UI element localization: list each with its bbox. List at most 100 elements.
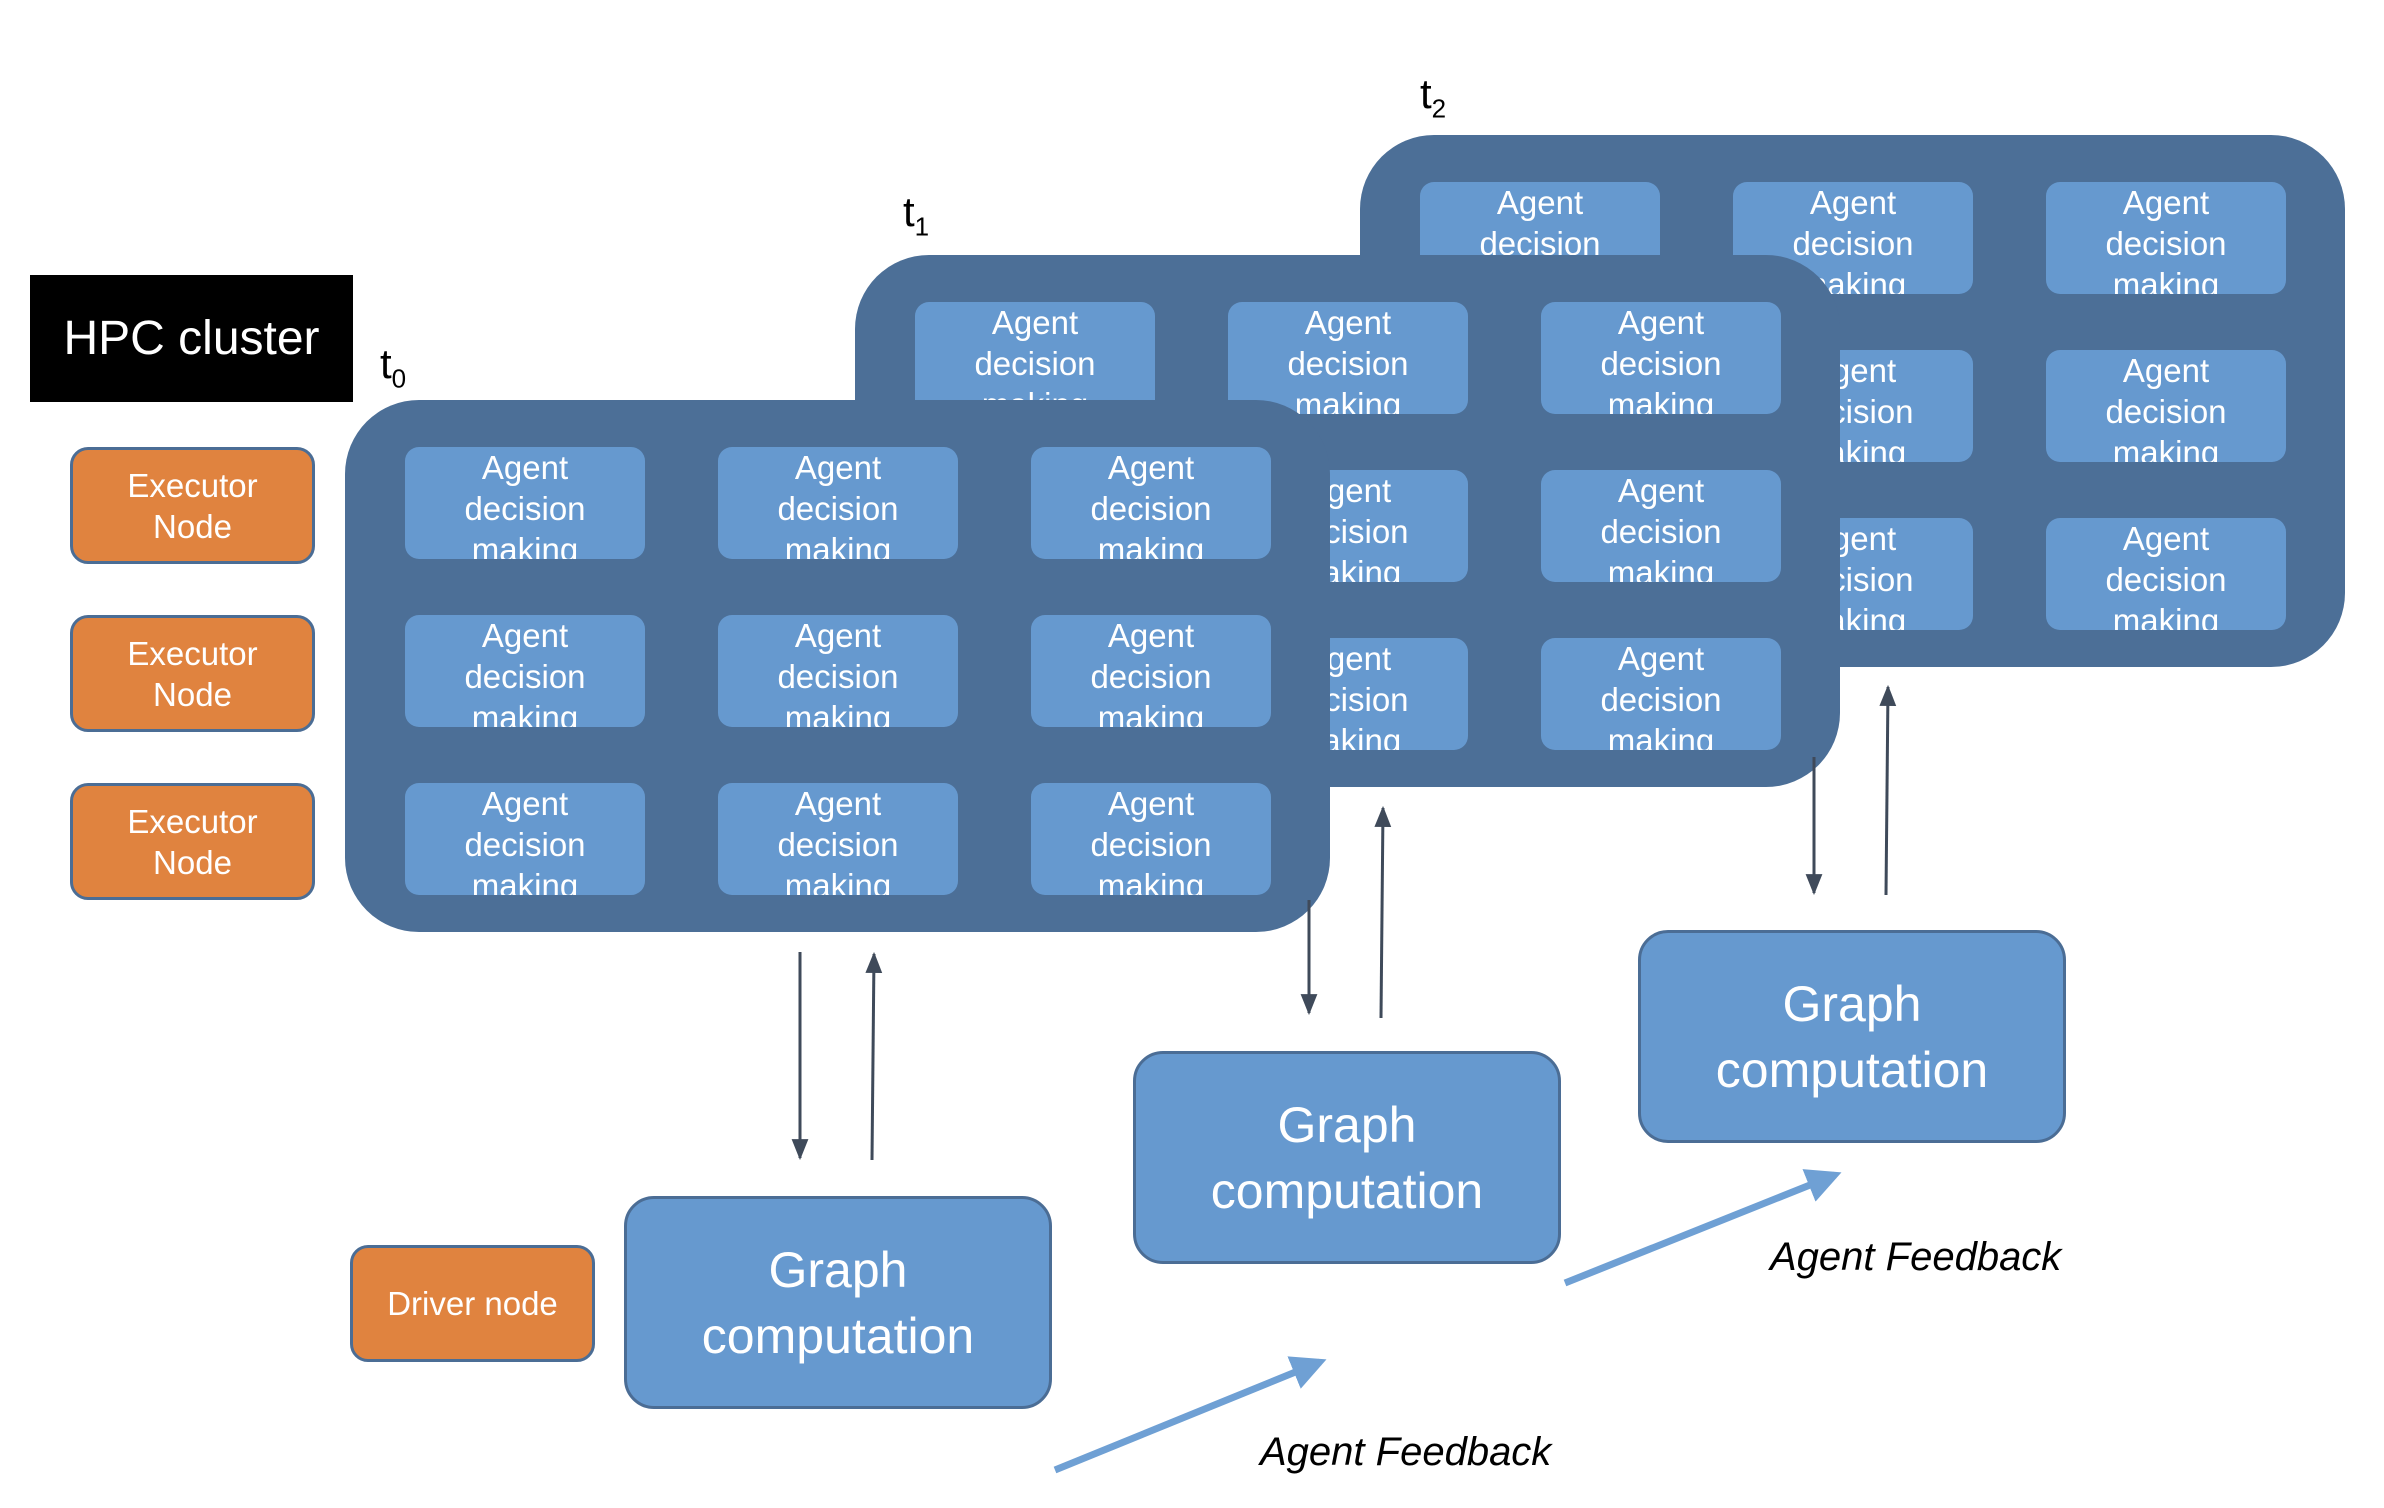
arrow-up-1 <box>865 951 883 1161</box>
agent-box-line3: making <box>1097 531 1205 559</box>
agent-box-line1: Agent <box>2122 520 2210 557</box>
agent-box-line3: making <box>1607 386 1715 414</box>
agent-box-line2: decision <box>1090 826 1212 863</box>
executor-node-2-line: Executor <box>127 634 258 672</box>
agent-box-line2: decision <box>464 658 586 695</box>
agent-box-line3: making <box>784 699 892 727</box>
hpc-cluster-label: HPC cluster <box>30 275 353 402</box>
agent-box-line2: decision <box>1600 345 1722 382</box>
agent-box-line3: making <box>471 699 579 727</box>
agent-box-line1: Agent <box>1809 184 1897 221</box>
arrow-up-3 <box>1879 684 1897 896</box>
agent-box-line1: Agent <box>481 785 569 822</box>
agent-box-line1: Agent <box>2122 352 2210 389</box>
agent-box-line2: decision <box>2105 561 2227 598</box>
agent-box-line3: making <box>2112 266 2220 294</box>
agent-box-line1: Agent <box>1107 617 1195 654</box>
agent-box-line2: decision <box>1792 225 1914 262</box>
agent-box-line2: decision <box>2105 393 2227 430</box>
arrow-up-2 <box>1374 805 1392 1019</box>
agent-box-line2: decision <box>974 345 1096 382</box>
agent-decision-box: Agent decision making <box>718 783 958 895</box>
agent-feedback-label-1: Agent Feedback <box>1260 1430 1552 1474</box>
executor-node-1-line2: Node <box>153 507 232 545</box>
executor-node-3-line: Executor <box>127 802 258 840</box>
agent-box-line1: Agent <box>481 617 569 654</box>
agent-decision-box: Agent decision making <box>2046 350 2286 462</box>
agent-box-line2: decision <box>2105 225 2227 262</box>
agent-decision-box: Agent decision making <box>2046 182 2286 294</box>
agent-box-line2: decision <box>1090 490 1212 527</box>
agent-box-line1: Agent <box>481 449 569 486</box>
graph-box-1-line2: computation <box>701 1307 975 1364</box>
agent-box-line3: making <box>784 867 892 895</box>
agent-box-line3: making <box>1097 699 1205 727</box>
agent-box-line1: Agent <box>2122 184 2210 221</box>
agent-box-line2: decision <box>1600 681 1722 718</box>
agent-box-line3: making <box>1294 386 1402 414</box>
agent-decision-box: Agent decision making <box>718 615 958 727</box>
agent-decision-box: Agent decision making <box>1031 615 1271 727</box>
agent-decision-box: Agent decision making <box>1228 302 1468 414</box>
agent-decision-box: Agent decision making <box>405 447 645 559</box>
agent-box-line3: making <box>1607 722 1715 750</box>
agent-box-line1: Agent <box>794 617 882 654</box>
agent-decision-box: Agent decision making <box>2046 518 2286 630</box>
agent-box-line1: Agent <box>1107 785 1195 822</box>
agent-box-line2: decision <box>777 826 899 863</box>
agent-decision-box: Agent decision making <box>405 783 645 895</box>
agent-box-line2: decision <box>777 658 899 695</box>
agent-box-line2: decision <box>464 490 586 527</box>
t2-sub: 2 <box>1431 93 1447 124</box>
agent-box-line2: decision <box>464 826 586 863</box>
agent-feedback-label-2: Agent Feedback <box>1770 1235 2062 1279</box>
graph-box-3-line2: computation <box>1715 1041 1989 1098</box>
agent-box-line2: decision <box>1600 513 1722 550</box>
graph-box-1-line1: Graph <box>768 1241 908 1298</box>
agent-box-line3: making <box>471 867 579 895</box>
agent-box-line1: Agent <box>794 449 882 486</box>
agent-box-line3: making <box>2112 602 2220 630</box>
agent-box-line3: making <box>1097 867 1205 895</box>
graph-computation-box-1: Graph computation <box>624 1196 1052 1409</box>
timestep-label-t0: t0 <box>380 340 406 394</box>
executor-node-1-line: Executor <box>127 466 258 504</box>
agent-box-line3: making <box>1607 554 1715 582</box>
agent-box-line1: Agent <box>1617 304 1705 341</box>
agent-box-line3: making <box>2112 434 2220 462</box>
agent-box-line1: Agent <box>991 304 1079 341</box>
agent-decision-box: Agent decision making <box>405 615 645 727</box>
agent-box-line3: making <box>471 531 579 559</box>
executor-node-3-line2: Node <box>153 843 232 881</box>
agent-decision-box: Agent decision making <box>1031 447 1271 559</box>
feedback-arrow-1 <box>1053 1356 1327 1474</box>
graph-box-2-line2: computation <box>1210 1162 1484 1219</box>
graph-box-2-line1: Graph <box>1277 1096 1417 1153</box>
timestep-label-t1: t1 <box>903 188 929 242</box>
t2-text: t <box>1420 70 1432 117</box>
graph-computation-box-2: Graph computation <box>1133 1051 1561 1264</box>
agent-box-line2: decision <box>1287 345 1409 382</box>
feedback-arrow-2 <box>1563 1169 1842 1287</box>
graph-computation-box-3: Graph computation <box>1638 930 2066 1143</box>
t1-text: t <box>903 188 915 235</box>
agent-box-line1: Agent <box>1496 184 1584 221</box>
agent-box-line1: Agent <box>794 785 882 822</box>
agent-box-line2: decision <box>1090 658 1212 695</box>
agent-box-line3: making <box>784 531 892 559</box>
timestep-label-t2: t2 <box>1420 70 1446 124</box>
executor-node-2-line2: Node <box>153 675 232 713</box>
t0-sub: 0 <box>391 363 407 394</box>
agent-box-line1: Agent <box>1304 304 1392 341</box>
agent-box-line1: Agent <box>1107 449 1195 486</box>
t1-sub: 1 <box>914 211 930 242</box>
